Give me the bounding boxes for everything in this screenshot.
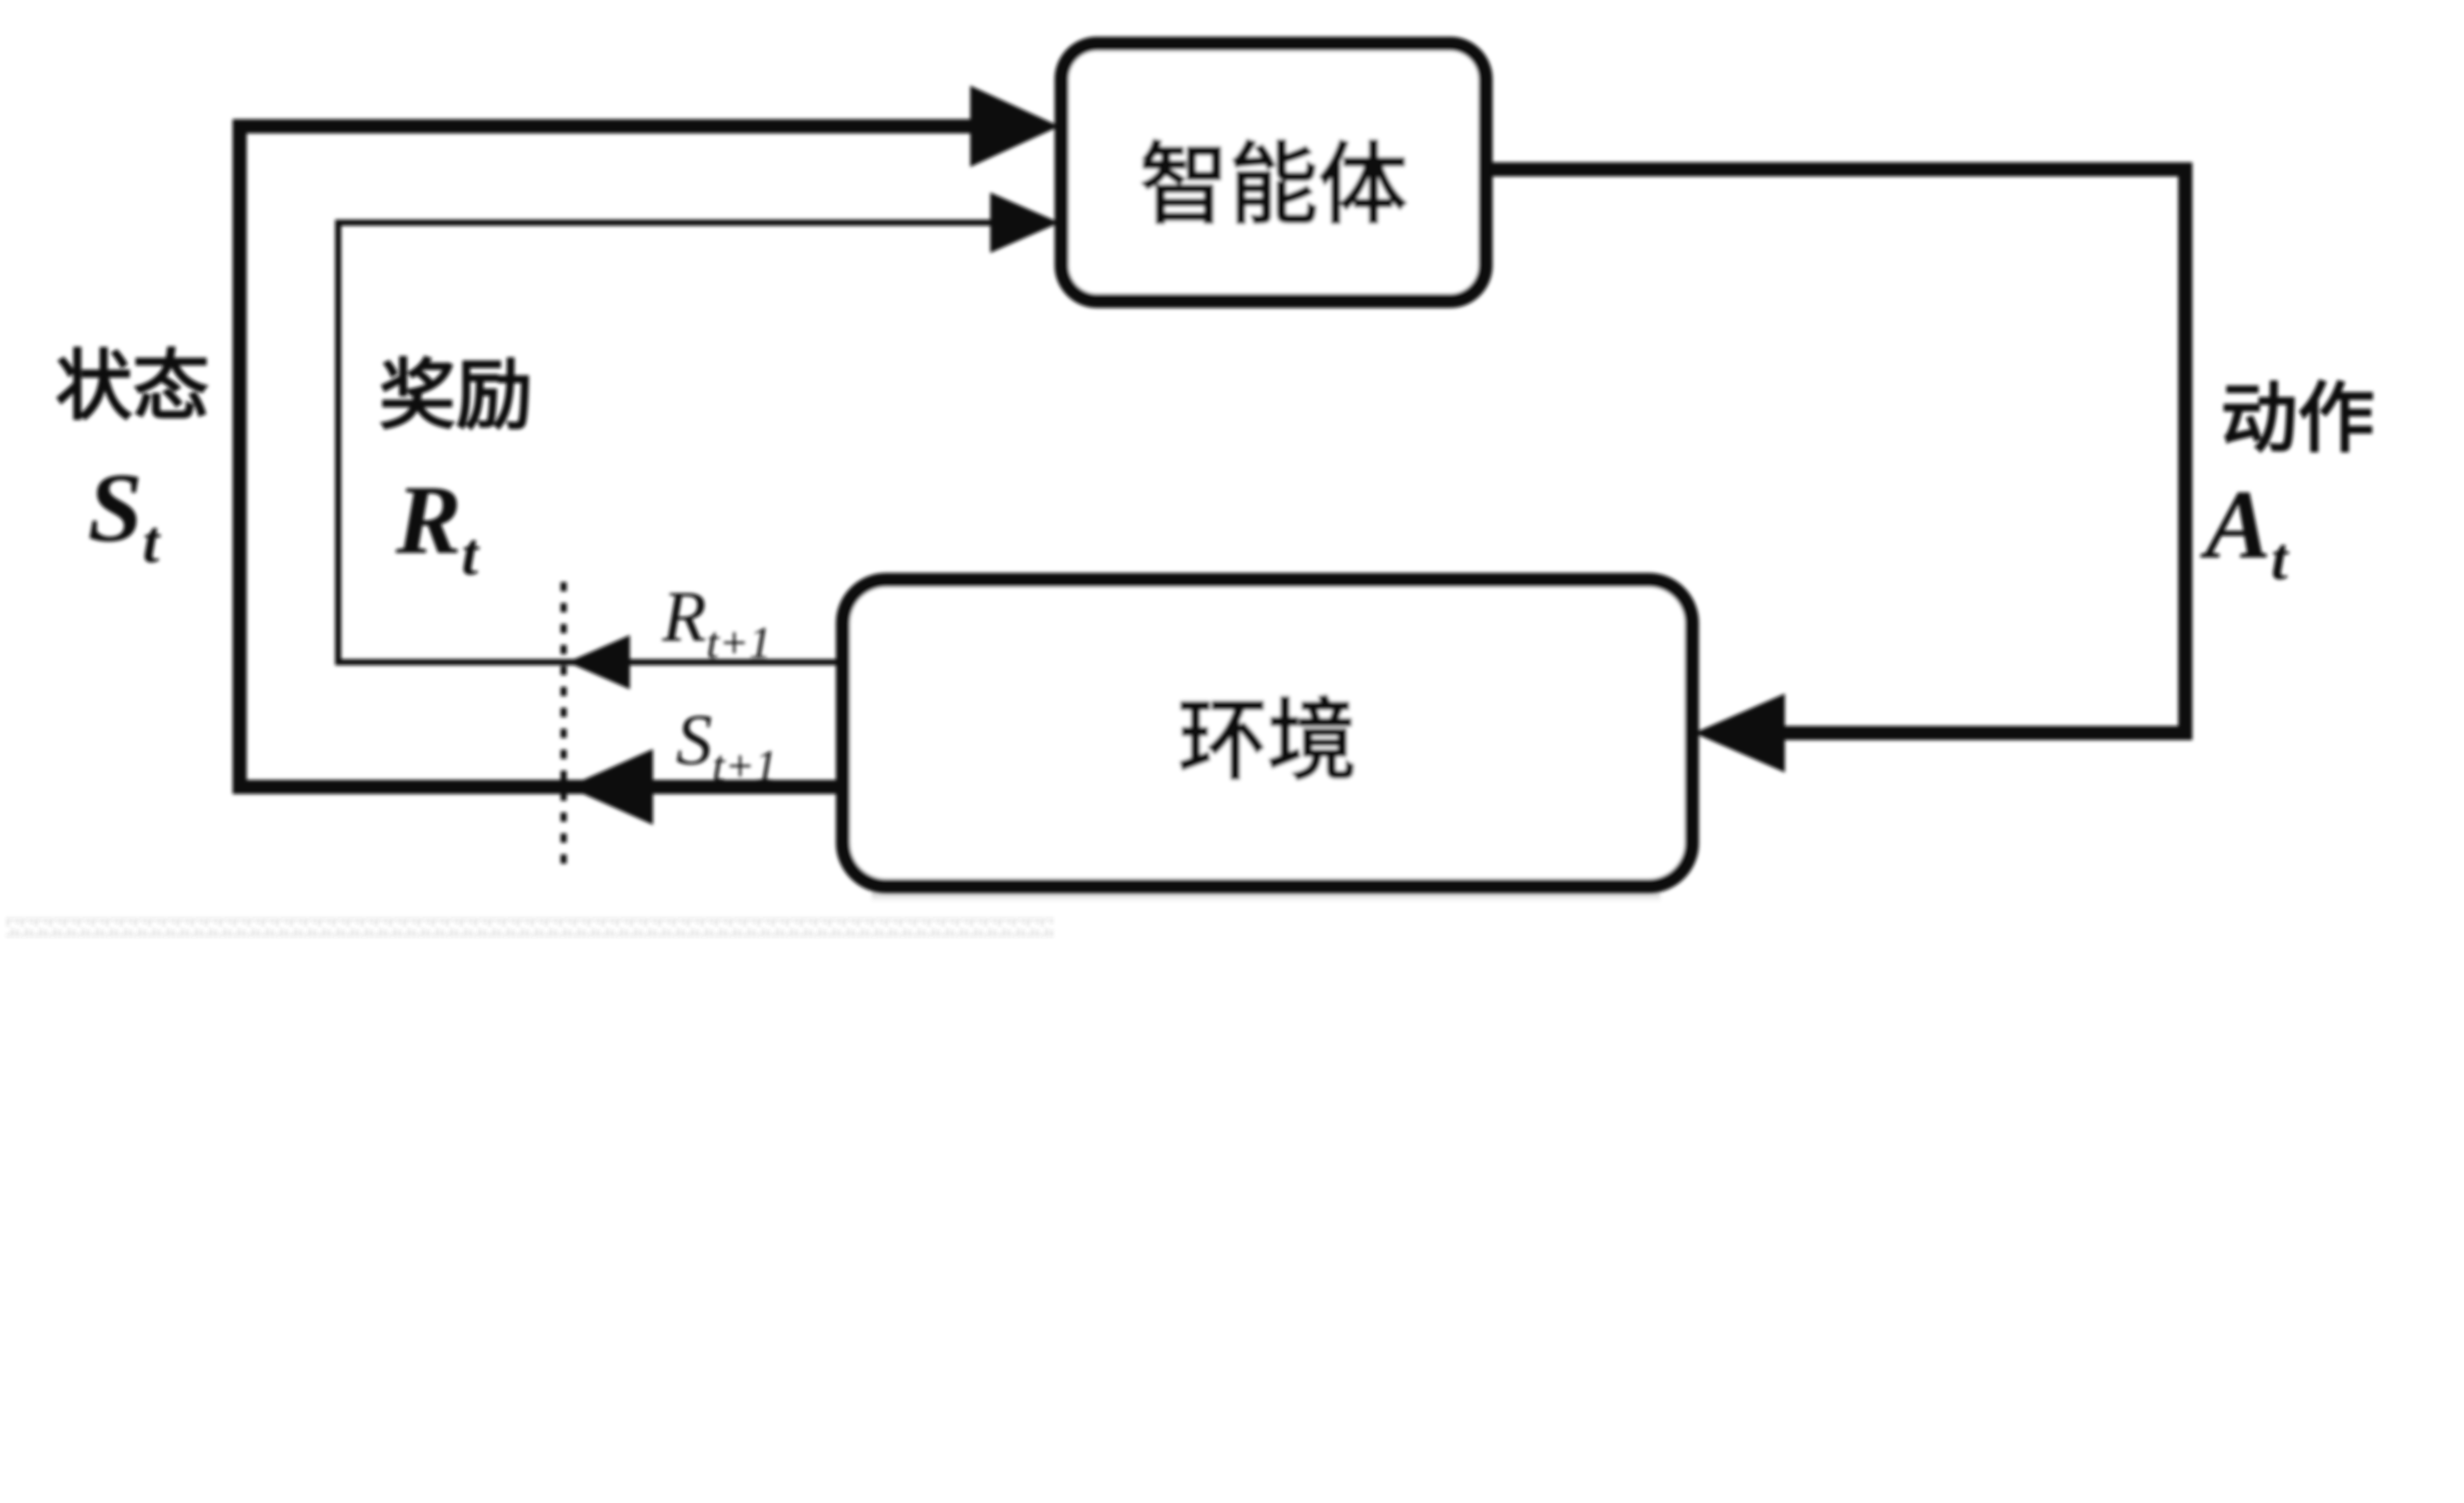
state-symbol: St (88, 453, 161, 576)
next-reward-symbol-letter: R (662, 576, 707, 656)
diagram-canvas: 智能体 环境 状态 St 奖励 Rt 动作 At Rt+1 St+1 (6, 36, 2375, 937)
next-state-symbol: St+1 (676, 699, 777, 790)
next-reward-symbol: Rt+1 (662, 576, 771, 667)
environment-box (836, 573, 1699, 893)
next-state-arrowhead-icon (567, 749, 653, 825)
reward-caption: 奖励 (379, 353, 533, 439)
environment-box-label: 环境 (1178, 692, 1357, 791)
action-symbol-letter: A (2200, 470, 2271, 579)
scan-noise-strip (6, 918, 1054, 937)
reward-into-agent-arrowhead-icon (990, 192, 1060, 253)
next-reward-arrowhead-icon (567, 635, 630, 689)
next-state-symbol-subscript: t+1 (712, 741, 777, 790)
state-into-agent-arrowhead-icon (970, 85, 1060, 167)
state-symbol-subscript: t (142, 509, 161, 576)
next-reward-symbol-subscript: t+1 (706, 617, 771, 667)
action-caption: 动作 (2221, 376, 2375, 462)
rl-agent-environment-diagram: 智能体 环境 状态 St 奖励 Rt 动作 At Rt+1 St+1 (6, 36, 2375, 937)
next-state-symbol-letter: S (676, 699, 712, 780)
reward-symbol-letter: R (395, 466, 461, 575)
state-caption: 状态 (56, 344, 210, 430)
action-symbol-subscript: t (2271, 526, 2289, 592)
agent-box (1055, 36, 1493, 308)
agent-box-label: 智能体 (1139, 137, 1408, 236)
state-symbol-letter: S (88, 453, 142, 562)
action-loop-line (1485, 162, 2192, 740)
reward-symbol-subscript: t (462, 521, 480, 588)
reward-symbol: Rt (395, 466, 479, 588)
action-into-environment-arrowhead-icon (1694, 693, 1785, 773)
state-loop-line (232, 119, 978, 794)
action-symbol: At (2200, 470, 2289, 592)
